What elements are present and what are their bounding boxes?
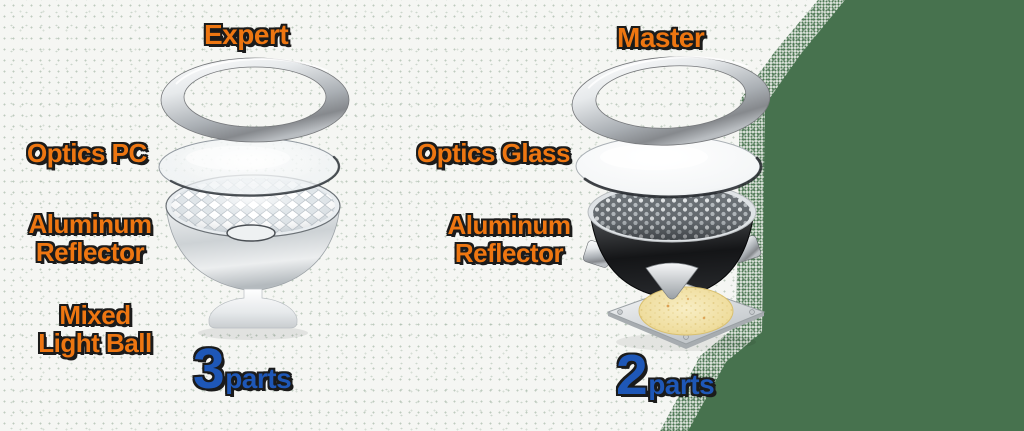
master-parts-count: 2 parts xyxy=(616,343,715,407)
expert-mixed-light-ball-image xyxy=(208,288,298,329)
master-title: Master xyxy=(617,22,705,53)
expert-parts-word: parts xyxy=(225,363,292,394)
master-reflector-cone-image xyxy=(645,262,699,300)
aluminum-reflector-label-left: Aluminum Reflector xyxy=(14,210,166,266)
aluminum-reflector-right-line1: Aluminum xyxy=(447,210,571,240)
aluminum-reflector-label-right: Aluminum Reflector xyxy=(434,211,584,267)
aluminum-reflector-left-line1: Aluminum xyxy=(28,209,152,239)
aluminum-reflector-right-line2: Reflector xyxy=(454,238,564,268)
aluminum-reflector-left-line2: Reflector xyxy=(35,237,145,267)
master-assembly-image xyxy=(571,56,771,351)
expert-aluminum-reflector-image xyxy=(165,174,341,340)
optics-pc-label: Optics PC xyxy=(27,138,147,168)
mixed-light-ball-line1: Mixed xyxy=(59,300,131,330)
expert-trim-ring-image xyxy=(160,57,350,143)
master-optics-glass-image xyxy=(575,135,763,199)
master-aluminum-reflector-image xyxy=(582,181,762,300)
master-parts-number: 2 xyxy=(616,343,648,407)
master-trim-ring-image xyxy=(571,56,771,146)
expert-title: Expert xyxy=(204,19,289,50)
expert-optics-pc-lens-image xyxy=(158,137,341,197)
expert-parts-number: 3 xyxy=(193,337,225,401)
master-parts-word: parts xyxy=(648,369,715,400)
mixed-light-ball-line2: Light Ball xyxy=(38,328,152,358)
master-led-chip-image xyxy=(606,283,766,351)
expert-parts-count: 3 parts xyxy=(193,337,292,401)
mixed-light-ball-label: Mixed Light Ball xyxy=(20,301,170,357)
optics-glass-label: Optics Glass xyxy=(417,138,570,168)
expert-assembly-image xyxy=(158,57,350,340)
